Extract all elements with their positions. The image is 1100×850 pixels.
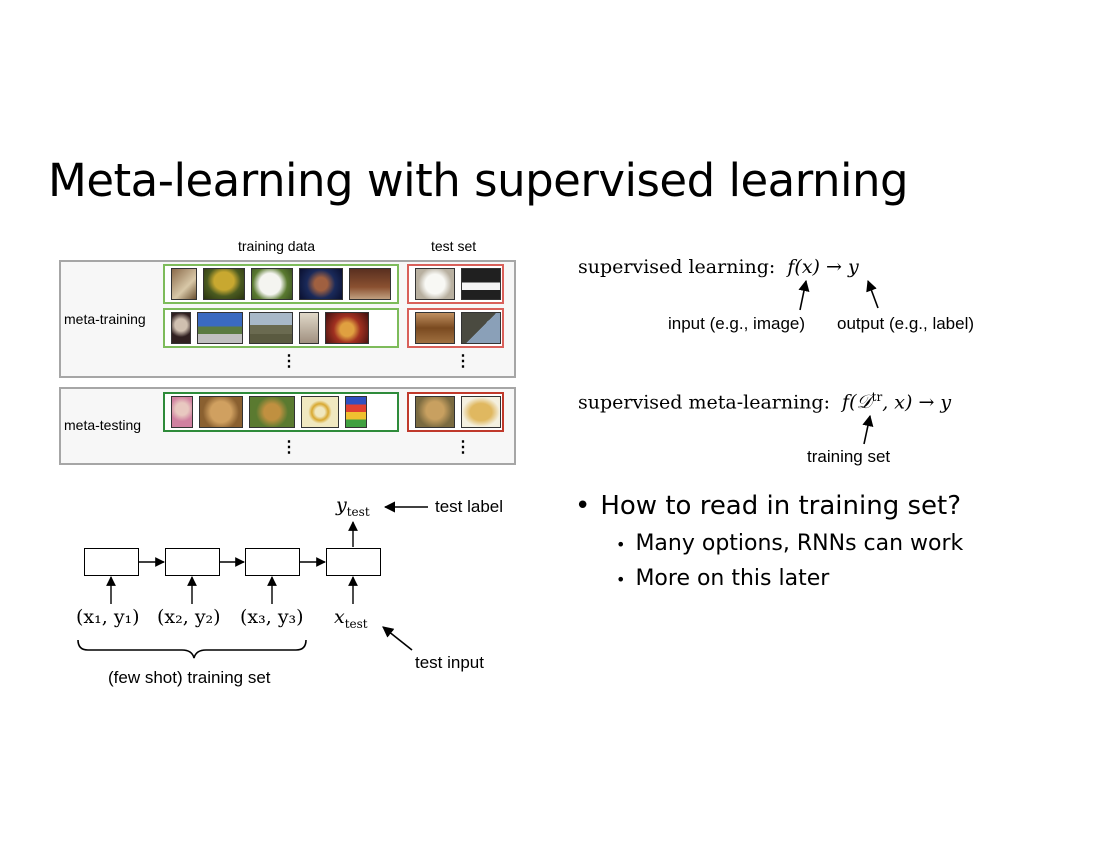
test-input-note: test input: [415, 653, 484, 672]
dog-image: [251, 268, 293, 300]
landscape-image: [197, 312, 243, 344]
x-test-symbol: xtest: [334, 606, 368, 631]
singer-image: [299, 268, 343, 300]
meta-test-test-set: [407, 392, 504, 432]
meta-train-train-set-1: [163, 264, 399, 304]
supervised-learning-expr: f(x) → y: [787, 256, 859, 278]
keyboard-image: [461, 268, 501, 300]
test-set-label: test set: [431, 238, 477, 254]
input-note: input (e.g., image): [668, 314, 806, 333]
meta-train-train-set-2: [163, 308, 399, 348]
rnn-cell-1: [84, 548, 139, 576]
test-label-note: test label: [435, 497, 504, 516]
train-ellipsis: ⋮: [281, 353, 297, 370]
lion-roar-image: [249, 396, 295, 428]
few-shot-brace: [77, 639, 307, 659]
test-test-ellipsis: ⋮: [455, 439, 471, 456]
test-ellipsis: ⋮: [455, 353, 471, 370]
few-shot-note: (few shot) training set: [108, 668, 271, 687]
rnn-input-3: (x₃, y₃): [240, 606, 304, 628]
golden-dog-image: [199, 396, 243, 428]
bullet-sub-2-text: More on this later: [635, 566, 830, 591]
bird-image: [171, 268, 197, 300]
rnn-cell-4: [326, 548, 381, 576]
input-arrow: [798, 279, 810, 311]
y-test-var: y: [336, 494, 347, 516]
test-train-ellipsis: ⋮: [281, 439, 297, 456]
object-image: [299, 312, 319, 344]
rnn-input-2: (x₂, y₂): [157, 606, 221, 628]
slide-title: Meta-learning with supervised learning: [48, 154, 909, 207]
tank-image: [249, 312, 293, 344]
rnn-cell-2: [165, 548, 220, 576]
meta-learning-prefix: supervised meta-learning:: [578, 391, 830, 414]
bullet-main: •How to read in training set?: [575, 491, 962, 521]
meta-expr-f: f(𝒟: [842, 391, 872, 414]
bullet-sub-2: •More on this later: [616, 566, 830, 591]
training-set-note: training set: [807, 447, 891, 466]
mushroom-image: [203, 268, 245, 300]
bullet-sub-1-text: Many options, RNNs can work: [635, 531, 964, 556]
supervised-learning-prefix: supervised learning:: [578, 256, 776, 278]
output-arrow: [866, 279, 879, 309]
supervised-learning-formula: supervised learning: f(x) → y: [578, 256, 859, 278]
training-data-label: training data: [238, 238, 316, 254]
bullet-main-text: How to read in training set?: [600, 491, 962, 521]
carousel-image: [325, 312, 369, 344]
meta-testing-label: meta-testing: [64, 417, 142, 433]
y-test-sub: test: [346, 504, 370, 519]
rnn-input-1: (x₁, y₁): [76, 606, 140, 628]
piano-image: [349, 268, 391, 300]
rnn-cell-3: [245, 548, 300, 576]
training-set-arrow: [862, 414, 874, 445]
meta-training-label: meta-training: [64, 311, 146, 327]
meta-train-test-set-2: [407, 308, 504, 348]
stack-image: [345, 396, 367, 428]
bowl-image: [461, 396, 501, 428]
y-test-symbol: ytest: [336, 494, 370, 519]
meta-test-train-set: [163, 392, 399, 432]
knot-image: [301, 396, 339, 428]
cliff-image: [461, 312, 501, 344]
test-input-arrow: [382, 626, 413, 651]
fluffy-dog-image: [415, 268, 455, 300]
meta-train-test-set-1: [407, 264, 504, 304]
girl-image: [171, 396, 193, 428]
meta-learning-formula: supervised meta-learning: f(𝒟tr, x) → y: [578, 390, 951, 413]
x-test-sub: test: [344, 616, 368, 631]
output-note: output (e.g., label): [837, 314, 975, 333]
barrels-image: [415, 312, 455, 344]
bullet-sub-1: •Many options, RNNs can work: [616, 531, 964, 556]
meta-expr-rest: , x) → y: [882, 391, 952, 414]
x-test-var: x: [334, 606, 345, 628]
person-image: [171, 312, 191, 344]
lion-image: [415, 396, 455, 428]
meta-expr-sup: tr: [871, 390, 883, 404]
